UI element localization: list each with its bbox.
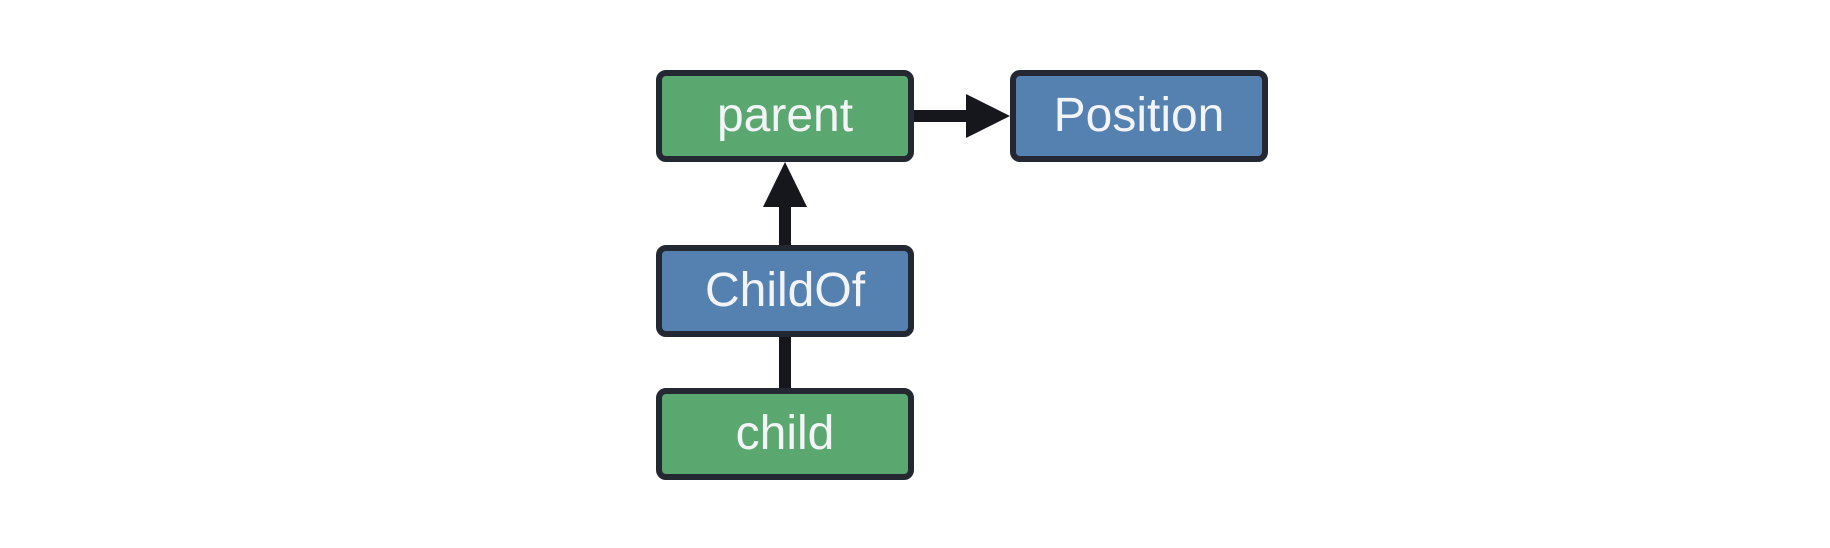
edge-parent-to-position-shaft [912, 110, 968, 122]
edge-childof-to-parent-shaft [779, 205, 791, 247]
node-childof-label: ChildOf [704, 264, 866, 317]
edge-child-to-childof-line [779, 335, 791, 390]
node-position: Position [1010, 70, 1268, 162]
edge-parent-to-position [912, 94, 1010, 138]
node-position-label: Position [1053, 89, 1225, 142]
node-child: child [656, 388, 914, 480]
edge-child-to-childof [779, 335, 791, 390]
node-child-label: child [735, 407, 835, 460]
node-parent: parent [656, 70, 914, 162]
node-childof: ChildOf [656, 245, 914, 337]
arrowhead-right-icon [966, 94, 1010, 138]
arrowhead-up-icon [763, 162, 807, 207]
node-parent-label: parent [716, 89, 854, 142]
edge-childof-to-parent [763, 162, 807, 247]
